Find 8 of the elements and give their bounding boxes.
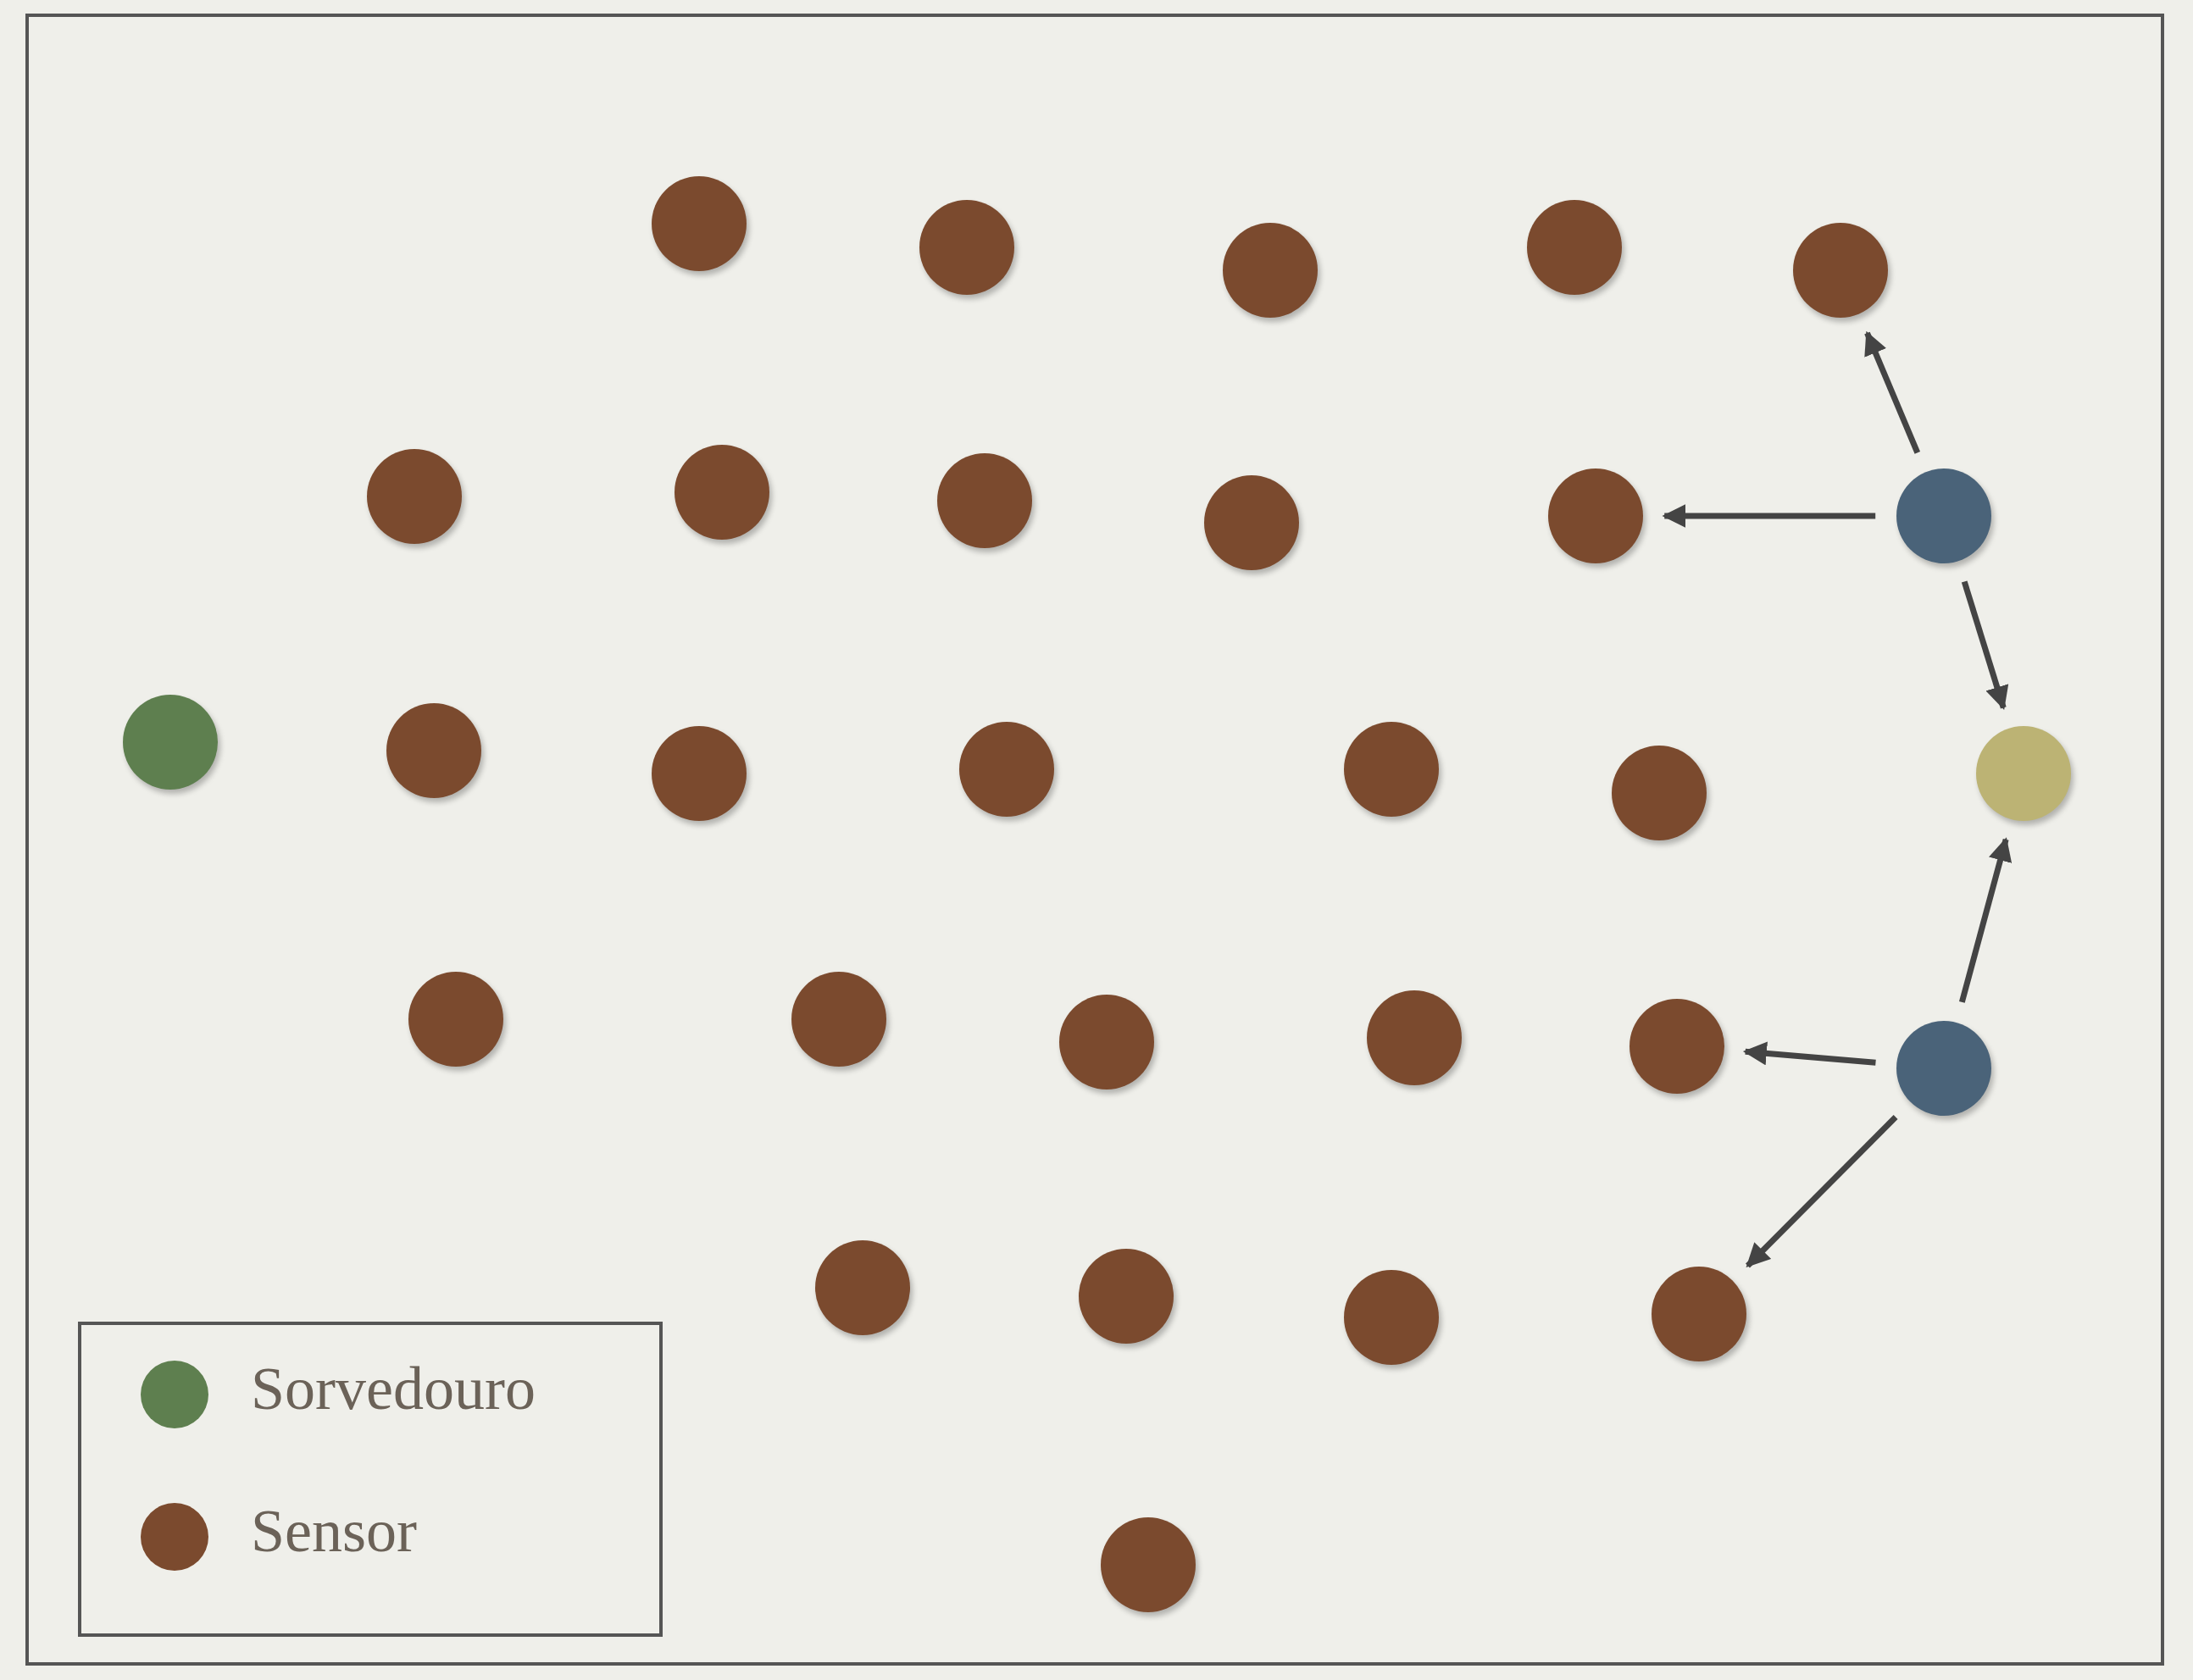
arrow	[1746, 1114, 1898, 1268]
arrow	[1961, 580, 2009, 711]
arrow	[1742, 1041, 1876, 1066]
legend-label: Sensor	[251, 1496, 417, 1566]
legend-label: Sorvedouro	[251, 1354, 536, 1424]
arrow	[1662, 504, 1876, 529]
arrow	[1864, 330, 1921, 454]
arrow	[1958, 837, 2013, 1003]
